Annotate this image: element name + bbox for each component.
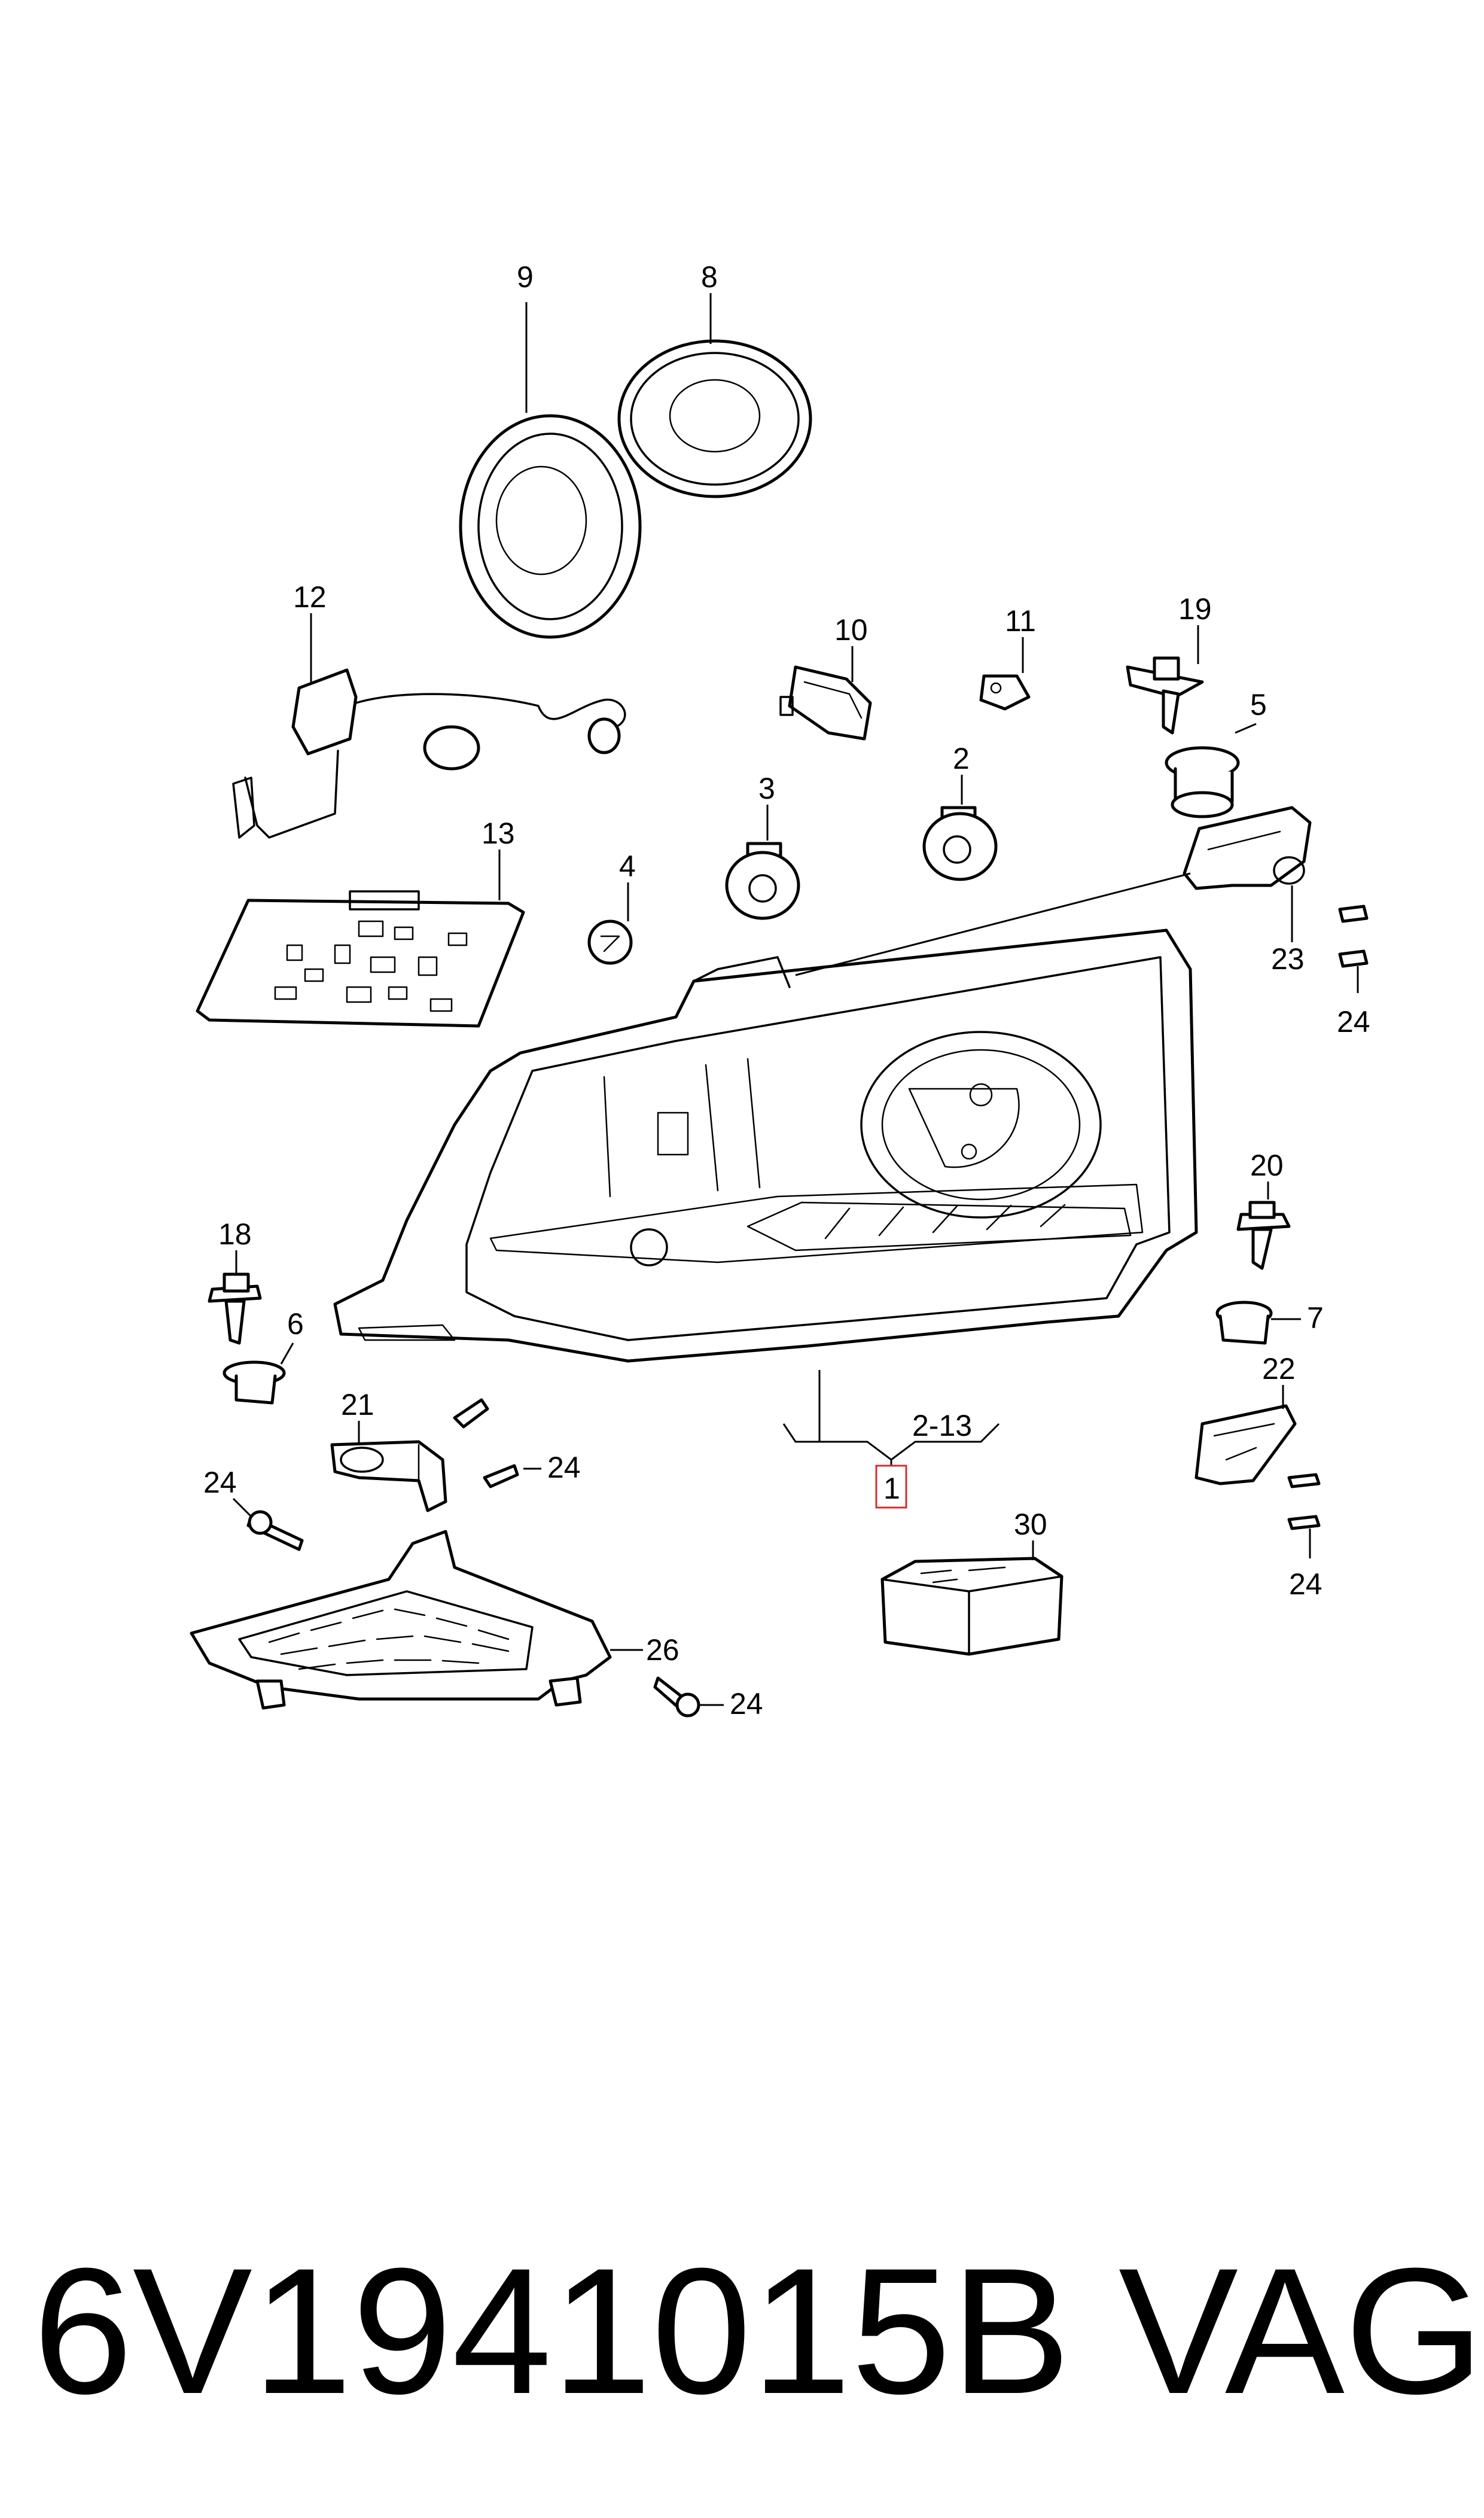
part-19-bolt	[1126, 656, 1204, 735]
part-6-clip	[223, 1360, 286, 1405]
callout-1-bracket	[782, 1370, 1000, 1466]
part-4-small-bulb	[587, 919, 633, 965]
footer-part-number: 6V1941015B	[33, 2230, 1071, 2431]
part-10-socket	[779, 665, 872, 741]
callout-5: 5	[1250, 688, 1267, 721]
part-8-lens	[617, 339, 812, 498]
callout-1: 1	[883, 1472, 900, 1505]
callout-8: 8	[701, 260, 718, 294]
callout-26: 26	[646, 1633, 679, 1667]
part-30-box	[880, 1557, 1064, 1656]
callout-24-right: 24	[1289, 1567, 1323, 1601]
part-2-bulb	[922, 806, 998, 881]
callout-12: 12	[293, 580, 327, 614]
part-24-screw-bottom	[653, 1676, 700, 1718]
part-26-mounting-frame	[190, 1530, 612, 1710]
part-22-clip-bracket	[1194, 1404, 1297, 1485]
part-7-nut	[1215, 1301, 1273, 1345]
callout-1-highlight	[875, 1464, 907, 1509]
callout-23: 23	[1271, 942, 1305, 976]
callout-18: 18	[218, 1217, 252, 1251]
callout-24-bottom: 24	[730, 1687, 763, 1721]
part-24-screws-left	[246, 1398, 519, 1551]
part-18-bolt	[208, 1272, 262, 1345]
callout-20: 20	[1250, 1149, 1284, 1182]
callout-19: 19	[1178, 592, 1212, 626]
callout-7: 7	[1307, 1301, 1324, 1335]
part-21-bracket	[330, 1440, 447, 1512]
part-13-circuit-board	[196, 890, 525, 1028]
callout-9: 9	[517, 260, 534, 294]
part-24-screws-right	[1287, 1473, 1321, 1530]
part-1-headlight-assembly	[333, 928, 1198, 1363]
callout-24-mid: 24	[547, 1451, 581, 1484]
part-12-wiring-harness	[232, 668, 626, 839]
callout-13: 13	[482, 817, 515, 850]
callout-2: 2	[953, 742, 970, 775]
callout-11: 11	[1005, 604, 1036, 638]
part-23-bracket	[1183, 806, 1312, 890]
callout-2-13: 2-13	[912, 1409, 972, 1442]
callout-4: 4	[619, 850, 636, 883]
footer-brand: VAG	[1119, 2230, 1484, 2431]
callout-3: 3	[758, 772, 775, 805]
part-9-reflector	[459, 414, 642, 639]
part-5-grommet	[1165, 746, 1240, 818]
callout-21: 21	[341, 1388, 374, 1421]
part-3-bulb	[725, 842, 800, 920]
part-11-bulb-holder	[979, 674, 1031, 711]
part-20-bolt	[1236, 1201, 1291, 1270]
callout-22: 22	[1262, 1352, 1296, 1386]
callout-10: 10	[834, 613, 868, 647]
part-24-screws-upper	[1338, 905, 1369, 968]
callout-24-upper: 24	[1337, 1005, 1370, 1039]
callout-30: 30	[1014, 1508, 1047, 1541]
callout-24-left: 24	[203, 1466, 237, 1499]
callout-6: 6	[287, 1307, 304, 1341]
